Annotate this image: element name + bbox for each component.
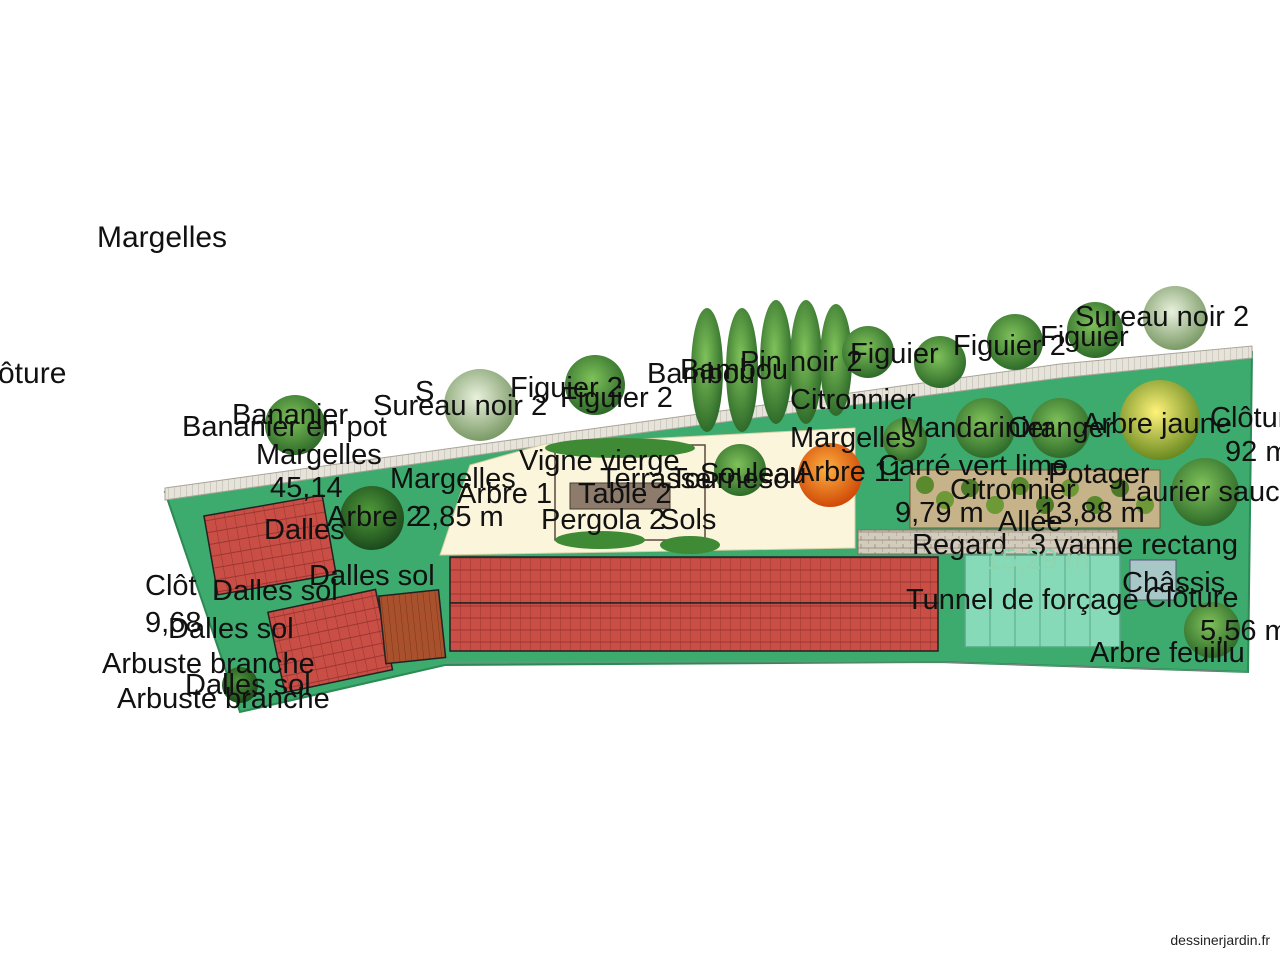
dalles-label: Dalles: [264, 514, 345, 546]
cloture-right-label: Clôtur: [1210, 402, 1280, 434]
arbre-1-label: Arbre 1: [457, 478, 553, 510]
tiles-long-bottom: [449, 602, 939, 652]
figuier-label-a: Figuier: [850, 338, 939, 370]
arbre-jaune-label: Arbre jaune: [1082, 408, 1232, 440]
dalles-sol-label-3: Dalles sol: [168, 613, 294, 645]
arbre-11-tree: [798, 443, 862, 507]
oranger-label: Oranger: [1008, 412, 1115, 444]
arbre-11-label: Arbre 11: [795, 456, 905, 488]
table: [569, 482, 671, 510]
bambou-label: Bambou: [647, 358, 756, 390]
margelles-label-2: Margelles: [256, 439, 382, 471]
figuier-right-tree: [1067, 302, 1123, 358]
carre-vert-lime-label: Carré vert lime: [878, 450, 1069, 482]
sureau-noir-right-tree: [1143, 286, 1207, 350]
arbuste-branche-tree: [222, 667, 258, 703]
arbre-feuillu-tree: [1184, 602, 1240, 658]
potager-plants: [916, 476, 1154, 514]
deck-small: [377, 589, 447, 665]
bambou-2-tree: [726, 308, 758, 432]
vanne-rect-label: 3 vanne rectang: [1030, 529, 1238, 561]
sureau-noir-left-tree: [444, 369, 516, 441]
laurier-sauce-tree: [1171, 458, 1239, 526]
bananier-label: Bananier: [232, 399, 349, 431]
citronnier-label: Citronnier: [790, 384, 916, 416]
bambou-label-2: Bambou: [680, 354, 789, 386]
allee-label: Allée: [998, 506, 1063, 538]
length-15-29-label: 15,29 m: [985, 544, 1090, 576]
terrasse-label: Terrasse: [600, 463, 712, 495]
cloture-3-label: Clôture: [1145, 582, 1239, 614]
margelles-label-4: Margelles: [790, 422, 916, 454]
dalles-left-top: [203, 494, 337, 596]
bambou-4-tree: [790, 300, 822, 424]
figuier-2-mid-tree: [914, 336, 966, 388]
chassis-label: Châssis: [1122, 567, 1226, 599]
tunnel-greenhouse: [964, 554, 1121, 648]
sureau-noir-2-right-label: Sureau noir 2: [1075, 301, 1250, 333]
length-92-label: 92 m: [1225, 436, 1280, 468]
s-prefix-label: S: [415, 376, 435, 408]
tiles-long-top: [449, 556, 939, 604]
cloture-label-left: ôture: [0, 357, 67, 390]
clot-label: Clôt: [145, 570, 197, 602]
length-9-68-label: 9,68: [145, 607, 202, 639]
arbuste-branche-label-2: Arbuste branche: [117, 683, 330, 715]
arbre-2-label: Arbre 2: [327, 501, 423, 533]
figuier-2-label-b: Figuier 2: [560, 382, 673, 414]
figuier-2-label-c: Figuier 2: [953, 330, 1066, 362]
pergola-2-label: Pergola 2: [541, 504, 666, 536]
bananier-tree: [265, 395, 325, 455]
tournesol-tree: [714, 444, 766, 496]
tunnel-label: Tunnel de forçage: [906, 584, 1139, 616]
figuier-2-label-a: Figuier 2: [510, 372, 623, 404]
oranger-tree: [1030, 398, 1090, 458]
dalles-sol-label-4: Dalles sol: [185, 669, 311, 701]
chassis: [1129, 559, 1177, 601]
length-5-56-label: 5,56 m: [1200, 615, 1280, 647]
mandarinier-label: Mandarinier: [900, 412, 1054, 444]
vigne-vierge-hedge: [545, 438, 720, 554]
potager-label: Potager: [1048, 458, 1150, 490]
citronnier-2-label: Citronnier: [950, 474, 1076, 506]
arbre-2-tree: [340, 486, 404, 550]
arbre-jaune-tree: [1120, 380, 1200, 460]
citronnier-2-tree: [883, 418, 927, 462]
dalles-sol-label-2: Dalles sol: [212, 575, 338, 607]
vigne-vierge-label: Vigne vierge: [519, 445, 680, 477]
margelles-label-3: Margelles: [390, 463, 516, 495]
arbre-feuillu-label: Arbre feuillu: [1090, 637, 1245, 669]
length-13-88-label: 13,88 m: [1040, 497, 1145, 529]
figuier-label-b: Figuier: [1040, 321, 1129, 353]
arbuste-branche-label-1: Arbuste branche: [102, 648, 315, 680]
bambou-1-tree: [691, 308, 723, 432]
mandarinier-tree: [955, 398, 1015, 458]
regard-label: Regard: [912, 529, 1008, 561]
figuier-2-left-tree: [565, 355, 625, 415]
pin-noir-2-label: Pin noir 2: [740, 346, 863, 378]
dalles-sol-label-1: Dalles sol: [309, 560, 435, 592]
bananier-en-pot-label: Bananier en pot: [182, 411, 387, 443]
length-45-label: 45,14: [270, 472, 343, 504]
bambou-3-tree: [760, 300, 792, 424]
margelles-label-top: Margelles: [97, 221, 228, 254]
souleau-label: Souleau: [700, 458, 807, 490]
laurier-sauce-label: Laurier sauc: [1120, 476, 1280, 508]
length-9-79-label: 9,79 m: [895, 497, 984, 529]
table-2-label: Table 2: [578, 478, 672, 510]
figuier-2-right-tree: [987, 314, 1043, 370]
citronnier-tree: [842, 326, 894, 378]
sols-label: Sols: [660, 504, 717, 536]
credit-label[interactable]: dessinerjardin.fr: [1170, 932, 1270, 948]
length-2-85-label: 2,85 m: [415, 501, 504, 533]
stone-wall: [857, 529, 1119, 555]
pin-noir-tree: [820, 304, 852, 416]
sureau-noir-2-label: Sureau noir 2: [373, 390, 548, 422]
tournesol-label: Tournesol: [670, 463, 796, 495]
